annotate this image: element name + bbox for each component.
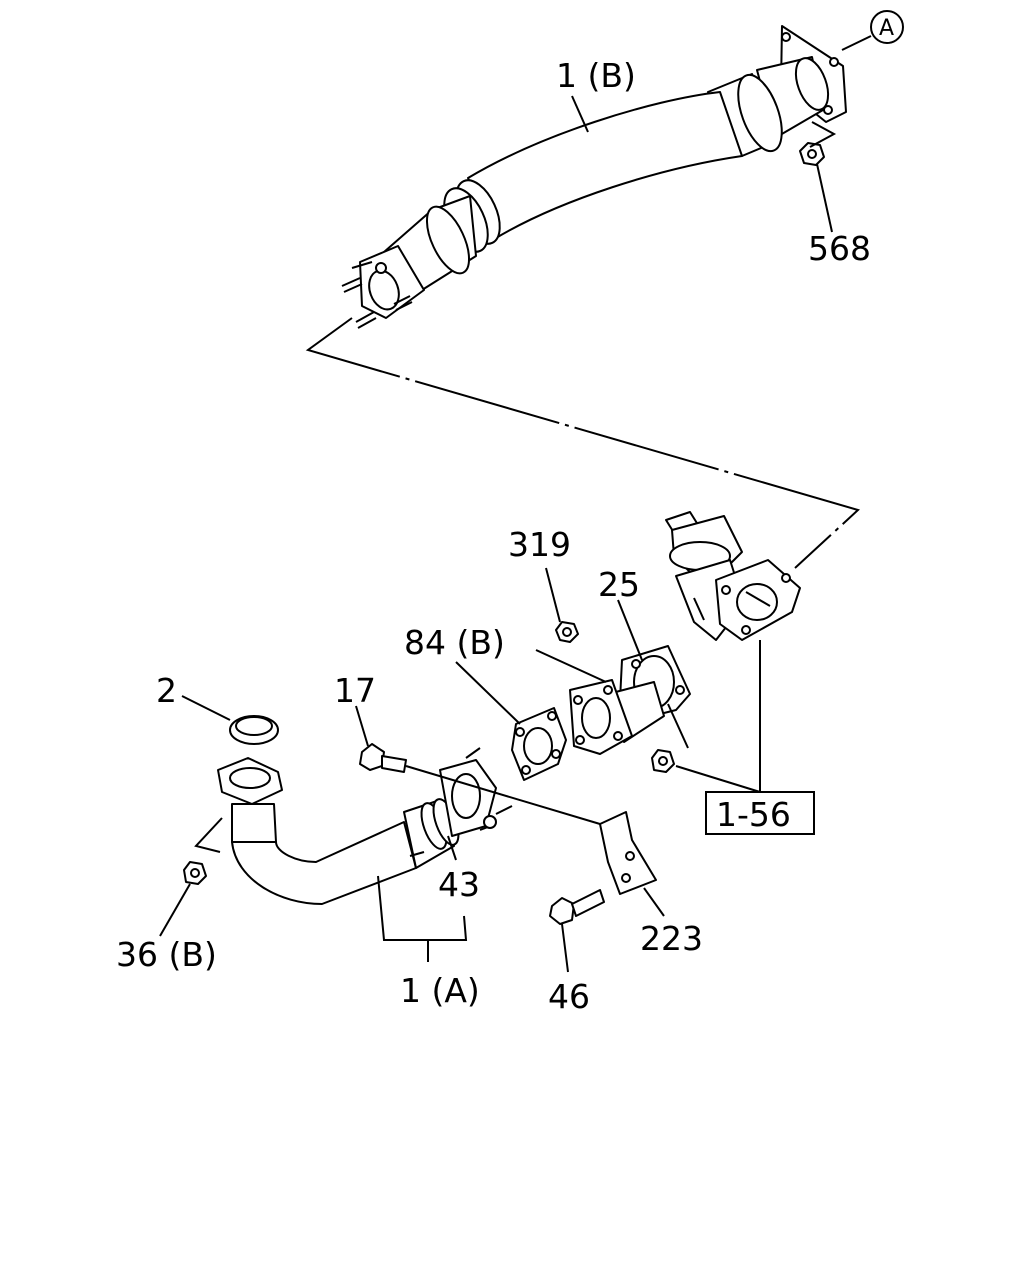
label-1a: 1 (A) — [400, 971, 480, 1010]
leader-1b — [571, 95, 589, 133]
valve-1-56 — [665, 511, 801, 641]
label-36b: 36 (B) — [116, 935, 217, 974]
bracket-223 — [599, 811, 665, 917]
bolt-17 — [355, 705, 601, 825]
connection-line-1b-to-valve — [305, 317, 860, 569]
leader-43 — [447, 835, 457, 861]
label-box-1-56 — [705, 791, 815, 835]
reference-mark-a — [841, 10, 904, 51]
gasket-84b — [455, 661, 567, 781]
nut-568 — [799, 121, 837, 233]
label-ref-a: A — [879, 16, 894, 41]
nut-319 — [545, 567, 579, 643]
label-568: 568 — [808, 229, 871, 268]
pipe-1b — [341, 25, 847, 329]
label-2: 2 — [156, 671, 177, 710]
label-25: 25 — [598, 565, 640, 604]
label-84b: 84 (B) — [404, 623, 505, 662]
label-319: 319 — [508, 525, 571, 564]
nut-small — [651, 749, 675, 773]
pipe-adapter-25 — [535, 599, 691, 755]
leader-1-56 — [675, 640, 761, 793]
label-1b: 1 (B) — [556, 56, 636, 95]
label-1-56: 1-56 — [716, 795, 791, 834]
label-17: 17 — [334, 671, 376, 710]
nut-36b — [159, 817, 223, 937]
label-223: 223 — [640, 919, 703, 958]
ring-gasket-2 — [181, 695, 279, 745]
label-43: 43 — [438, 865, 480, 904]
leader-1a — [377, 875, 468, 962]
pipe-1a — [217, 747, 513, 905]
label-46: 46 — [548, 977, 590, 1016]
bolt-46 — [549, 889, 605, 973]
